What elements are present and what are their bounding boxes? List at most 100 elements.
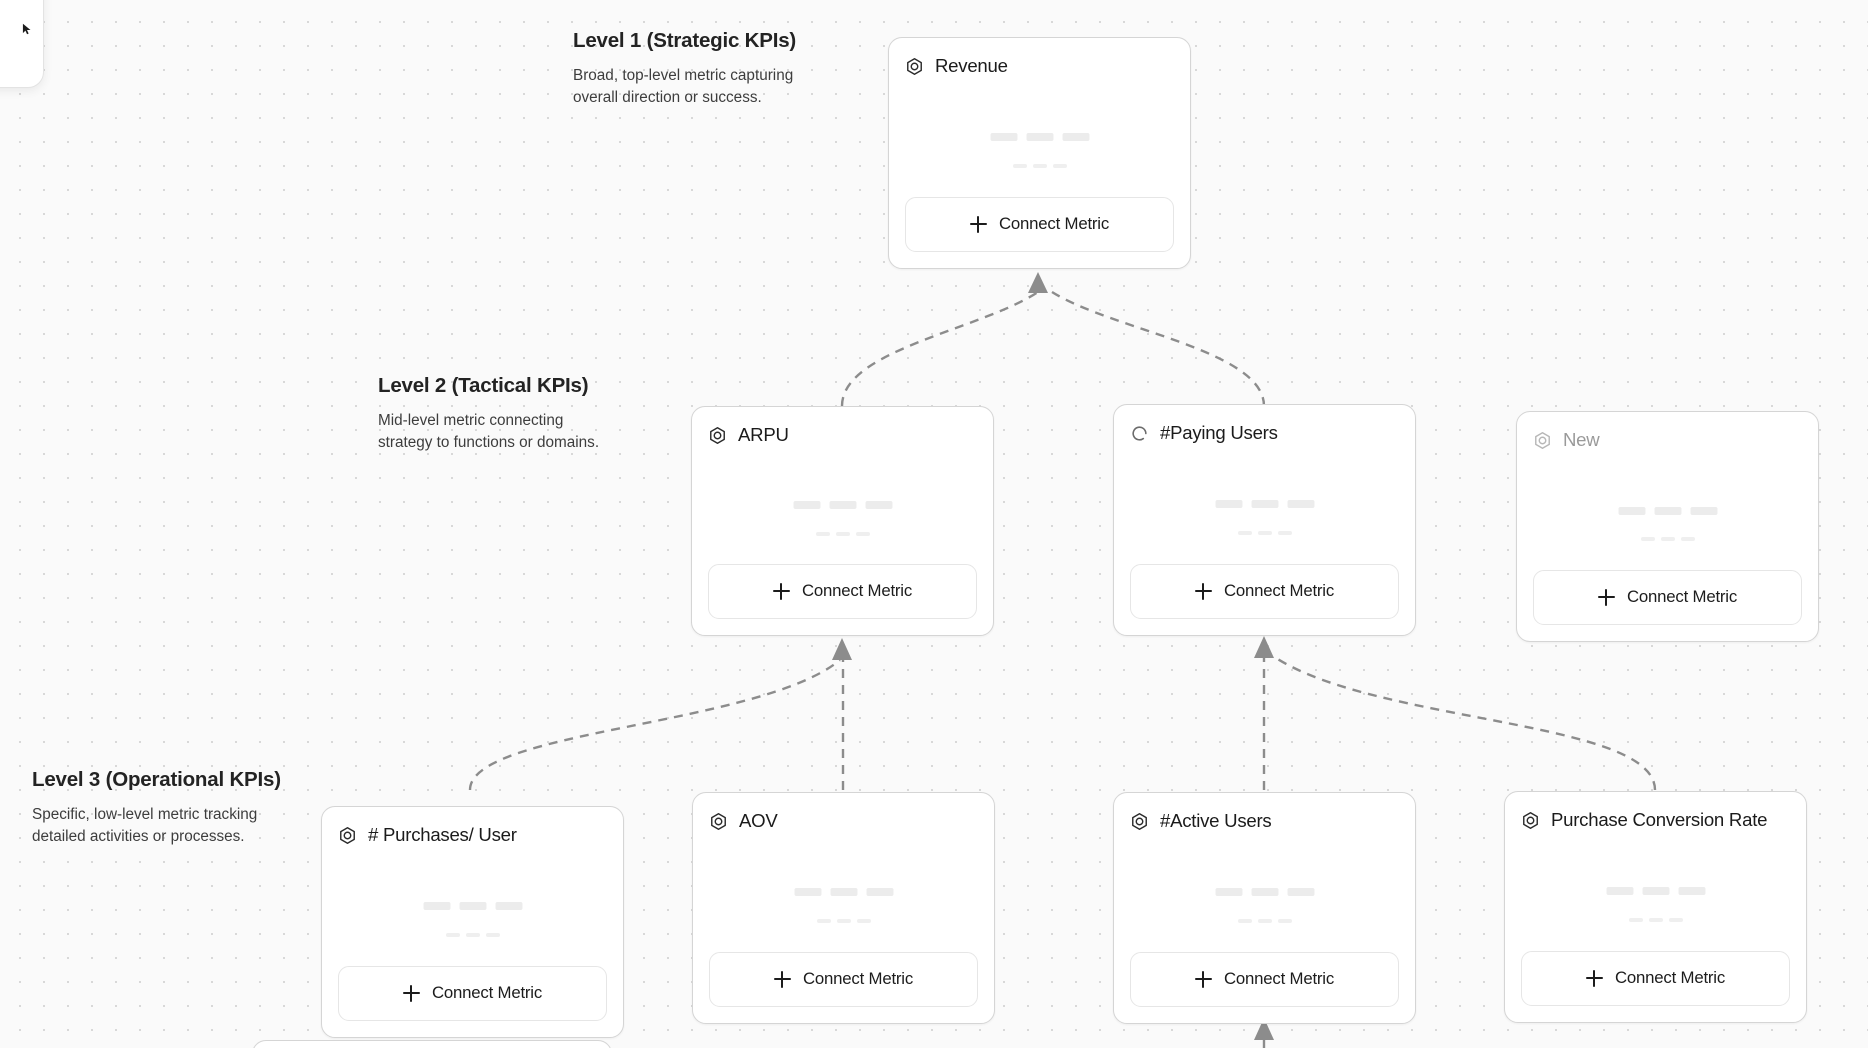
skeleton-bar: [1277, 918, 1292, 923]
skeleton-bar: [794, 888, 821, 897]
skeleton-row-secondary: [1640, 537, 1695, 542]
level-2-description: Mid-level metric connecting strategy to …: [378, 411, 600, 451]
metric-card-new[interactable]: New Connect Metric: [1516, 411, 1819, 642]
card-header: # Purchases/ User: [338, 822, 607, 848]
skeleton-bar: [1654, 506, 1681, 515]
metric-card-offscreen-bottom[interactable]: [252, 1040, 612, 1048]
card-title: #Paying Users: [1160, 421, 1278, 443]
skeleton-bar: [1237, 918, 1252, 923]
level-2-title: Level 2 (Tactical KPIs): [378, 374, 589, 397]
connect-metric-label: Connect Metric: [1223, 581, 1335, 601]
connect-metric-button[interactable]: Connect Metric: [1521, 951, 1790, 1006]
skeleton-bar: [1648, 917, 1663, 922]
edge-paying-users-to-revenue: [1051, 290, 1266, 407]
card-body-placeholder: [709, 834, 978, 952]
hexagon-metric-icon: [1535, 431, 1550, 449]
connect-metric-button[interactable]: Connect Metric: [338, 966, 607, 1021]
metric-card-purchases-per-user[interactable]: # Purchases/ User Connect Metric: [321, 806, 624, 1038]
skeleton-row-primary: [1618, 506, 1717, 515]
card-title: Revenue: [935, 54, 1008, 76]
plus-icon: [969, 216, 987, 233]
connect-metric-button[interactable]: Connect Metric: [708, 564, 977, 619]
connect-metric-label: Connect Metric: [802, 969, 914, 989]
skeleton-row-primary: [794, 888, 893, 897]
skeleton-bar: [835, 531, 850, 536]
card-body-placeholder: [708, 448, 977, 564]
skeleton-bar: [1628, 917, 1643, 922]
skeleton-bar: [1062, 133, 1089, 142]
skeleton-bar: [1680, 537, 1695, 542]
cursor-icon: [22, 23, 31, 35]
skeleton-bar: [990, 133, 1017, 142]
skeleton-bar: [1052, 163, 1067, 168]
floating-toolbar-panel[interactable]: [0, 0, 44, 88]
plus-icon: [1597, 589, 1615, 606]
skeleton-bar: [423, 902, 450, 911]
level-3-title: Level 3 (Operational KPIs): [32, 768, 281, 791]
skeleton-bar: [836, 918, 851, 923]
skeleton-bar: [459, 902, 486, 911]
metric-card-aov[interactable]: AOV Connect Metric: [692, 792, 995, 1024]
metric-card-purchase-conversion-rate[interactable]: Purchase Conversion Rate Connect Metric: [1504, 791, 1807, 1023]
connect-metric-label: Connect Metric: [801, 581, 913, 601]
plus-icon: [1194, 971, 1212, 988]
skeleton-bar: [495, 902, 522, 911]
card-title: #Active Users: [1160, 809, 1272, 831]
hexagon-metric-icon: [340, 826, 355, 844]
skeleton-row-primary: [423, 902, 522, 911]
skeleton-bar: [1237, 530, 1252, 535]
skeleton-bar: [445, 932, 460, 937]
metric-card-paying-users[interactable]: #Paying Users Connect Metric: [1113, 404, 1416, 636]
skeleton-bar: [1257, 918, 1272, 923]
level-1-title: Level 1 (Strategic KPIs): [573, 29, 797, 52]
skeleton-bar: [865, 501, 892, 510]
skeleton-bar: [1215, 888, 1242, 897]
connect-metric-button[interactable]: Connect Metric: [1533, 570, 1802, 625]
level-label-1: Level 1 (Strategic KPIs) Broad, top-leve…: [573, 28, 823, 109]
skeleton-bar: [1640, 537, 1655, 542]
plus-icon: [1585, 970, 1603, 987]
skeleton-bar: [855, 531, 870, 536]
skeleton-bar: [1012, 163, 1027, 168]
edge-arpu-to-revenue: [840, 290, 1039, 407]
skeleton-bar: [816, 918, 831, 923]
connect-metric-label: Connect Metric: [1626, 587, 1738, 607]
skeleton-row-secondary: [1012, 163, 1067, 168]
skeleton-bar: [815, 531, 830, 536]
plus-icon: [772, 583, 790, 600]
card-header: Purchase Conversion Rate: [1521, 807, 1790, 833]
skeleton-bar: [1660, 537, 1675, 542]
level-3-description: Specific, low-level metric tracking deta…: [32, 805, 258, 845]
skeleton-bar: [1287, 888, 1314, 897]
card-body-placeholder: [905, 79, 1174, 197]
hexagon-metric-icon: [1132, 812, 1147, 830]
connect-metric-button[interactable]: Connect Metric: [709, 952, 978, 1007]
skeleton-row-secondary: [815, 531, 870, 536]
skeleton-row-secondary: [1628, 917, 1683, 922]
edge-purchases-to-arpu: [468, 659, 841, 791]
card-header: #Active Users: [1130, 808, 1399, 834]
metric-card-revenue[interactable]: Revenue Connect Metric: [888, 37, 1191, 269]
skeleton-row-secondary: [1237, 530, 1292, 535]
connect-metric-button[interactable]: Connect Metric: [1130, 564, 1399, 619]
card-header: Revenue: [905, 53, 1174, 79]
arrow-head-arpu: [832, 638, 852, 660]
skeleton-bar: [1606, 887, 1633, 896]
connect-metric-button[interactable]: Connect Metric: [1130, 952, 1399, 1007]
skeleton-row-primary: [1215, 500, 1314, 509]
metric-card-active-users[interactable]: #Active Users Connect Metric: [1113, 792, 1416, 1024]
card-body-placeholder: [1130, 834, 1399, 952]
connect-metric-button[interactable]: Connect Metric: [905, 197, 1174, 252]
skeleton-bar: [856, 918, 871, 923]
skeleton-bar: [793, 501, 820, 510]
level-label-3: Level 3 (Operational KPIs) Specific, low…: [32, 767, 302, 848]
skeleton-bar: [465, 932, 480, 937]
metric-card-arpu[interactable]: ARPU Connect Metric: [691, 406, 994, 636]
connect-metric-label: Connect Metric: [1223, 969, 1335, 989]
card-body-placeholder: [338, 848, 607, 966]
arrow-head-paying-users: [1254, 636, 1274, 658]
card-title: New: [1563, 428, 1600, 450]
skeleton-row-primary: [990, 133, 1089, 142]
skeleton-bar: [1277, 530, 1292, 535]
